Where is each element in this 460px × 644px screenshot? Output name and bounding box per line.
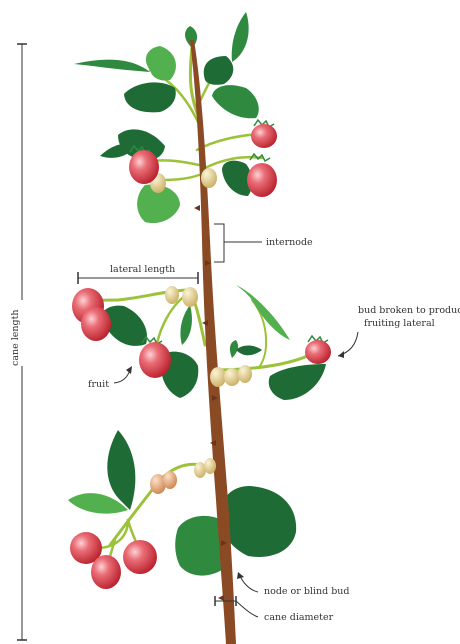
- leaf: [107, 430, 135, 510]
- leaf: [74, 60, 150, 72]
- bud: [182, 287, 198, 307]
- cane-length-dimension: cane length: [8, 44, 36, 640]
- leaf: [204, 56, 234, 85]
- internode-annotation: internode: [214, 224, 313, 262]
- fruit-annotation: fruit: [88, 366, 132, 390]
- berry: [91, 555, 121, 589]
- leaf: [236, 285, 290, 340]
- lateral-length-annotation: lateral length: [78, 264, 198, 284]
- bud: [238, 365, 252, 383]
- bud: [165, 286, 179, 304]
- leaf: [124, 82, 176, 112]
- bud-broken-label-line2: fruiting lateral: [364, 318, 435, 329]
- bud: [163, 471, 177, 489]
- bud: [204, 458, 216, 474]
- leaf: [236, 346, 262, 356]
- cane-length-label: cane length: [10, 309, 21, 366]
- internode-label: internode: [266, 237, 313, 248]
- node-label: node or blind bud: [264, 586, 350, 597]
- lateral-length-label: lateral length: [110, 264, 175, 275]
- bud-broken-annotation: bud broken to produce fruiting lateral: [338, 305, 460, 358]
- leaf: [269, 364, 326, 400]
- fruit-label: fruit: [88, 379, 109, 390]
- berry: [305, 336, 331, 364]
- leaf: [146, 46, 176, 81]
- node-annotation: node or blind bud: [237, 572, 350, 597]
- berry: [251, 120, 277, 148]
- cane-diameter-label: cane diameter: [264, 612, 334, 623]
- berry: [81, 307, 111, 341]
- bud-broken-label-line1: bud broken to produce: [358, 305, 460, 316]
- leaf: [232, 12, 249, 62]
- berry: [247, 154, 277, 197]
- leaf: [212, 85, 259, 118]
- leaf: [221, 486, 296, 557]
- bud: [210, 367, 226, 387]
- leaf: [180, 305, 192, 345]
- leaf: [230, 340, 238, 358]
- bud: [224, 368, 240, 386]
- bud: [201, 168, 217, 188]
- berry: [123, 540, 157, 574]
